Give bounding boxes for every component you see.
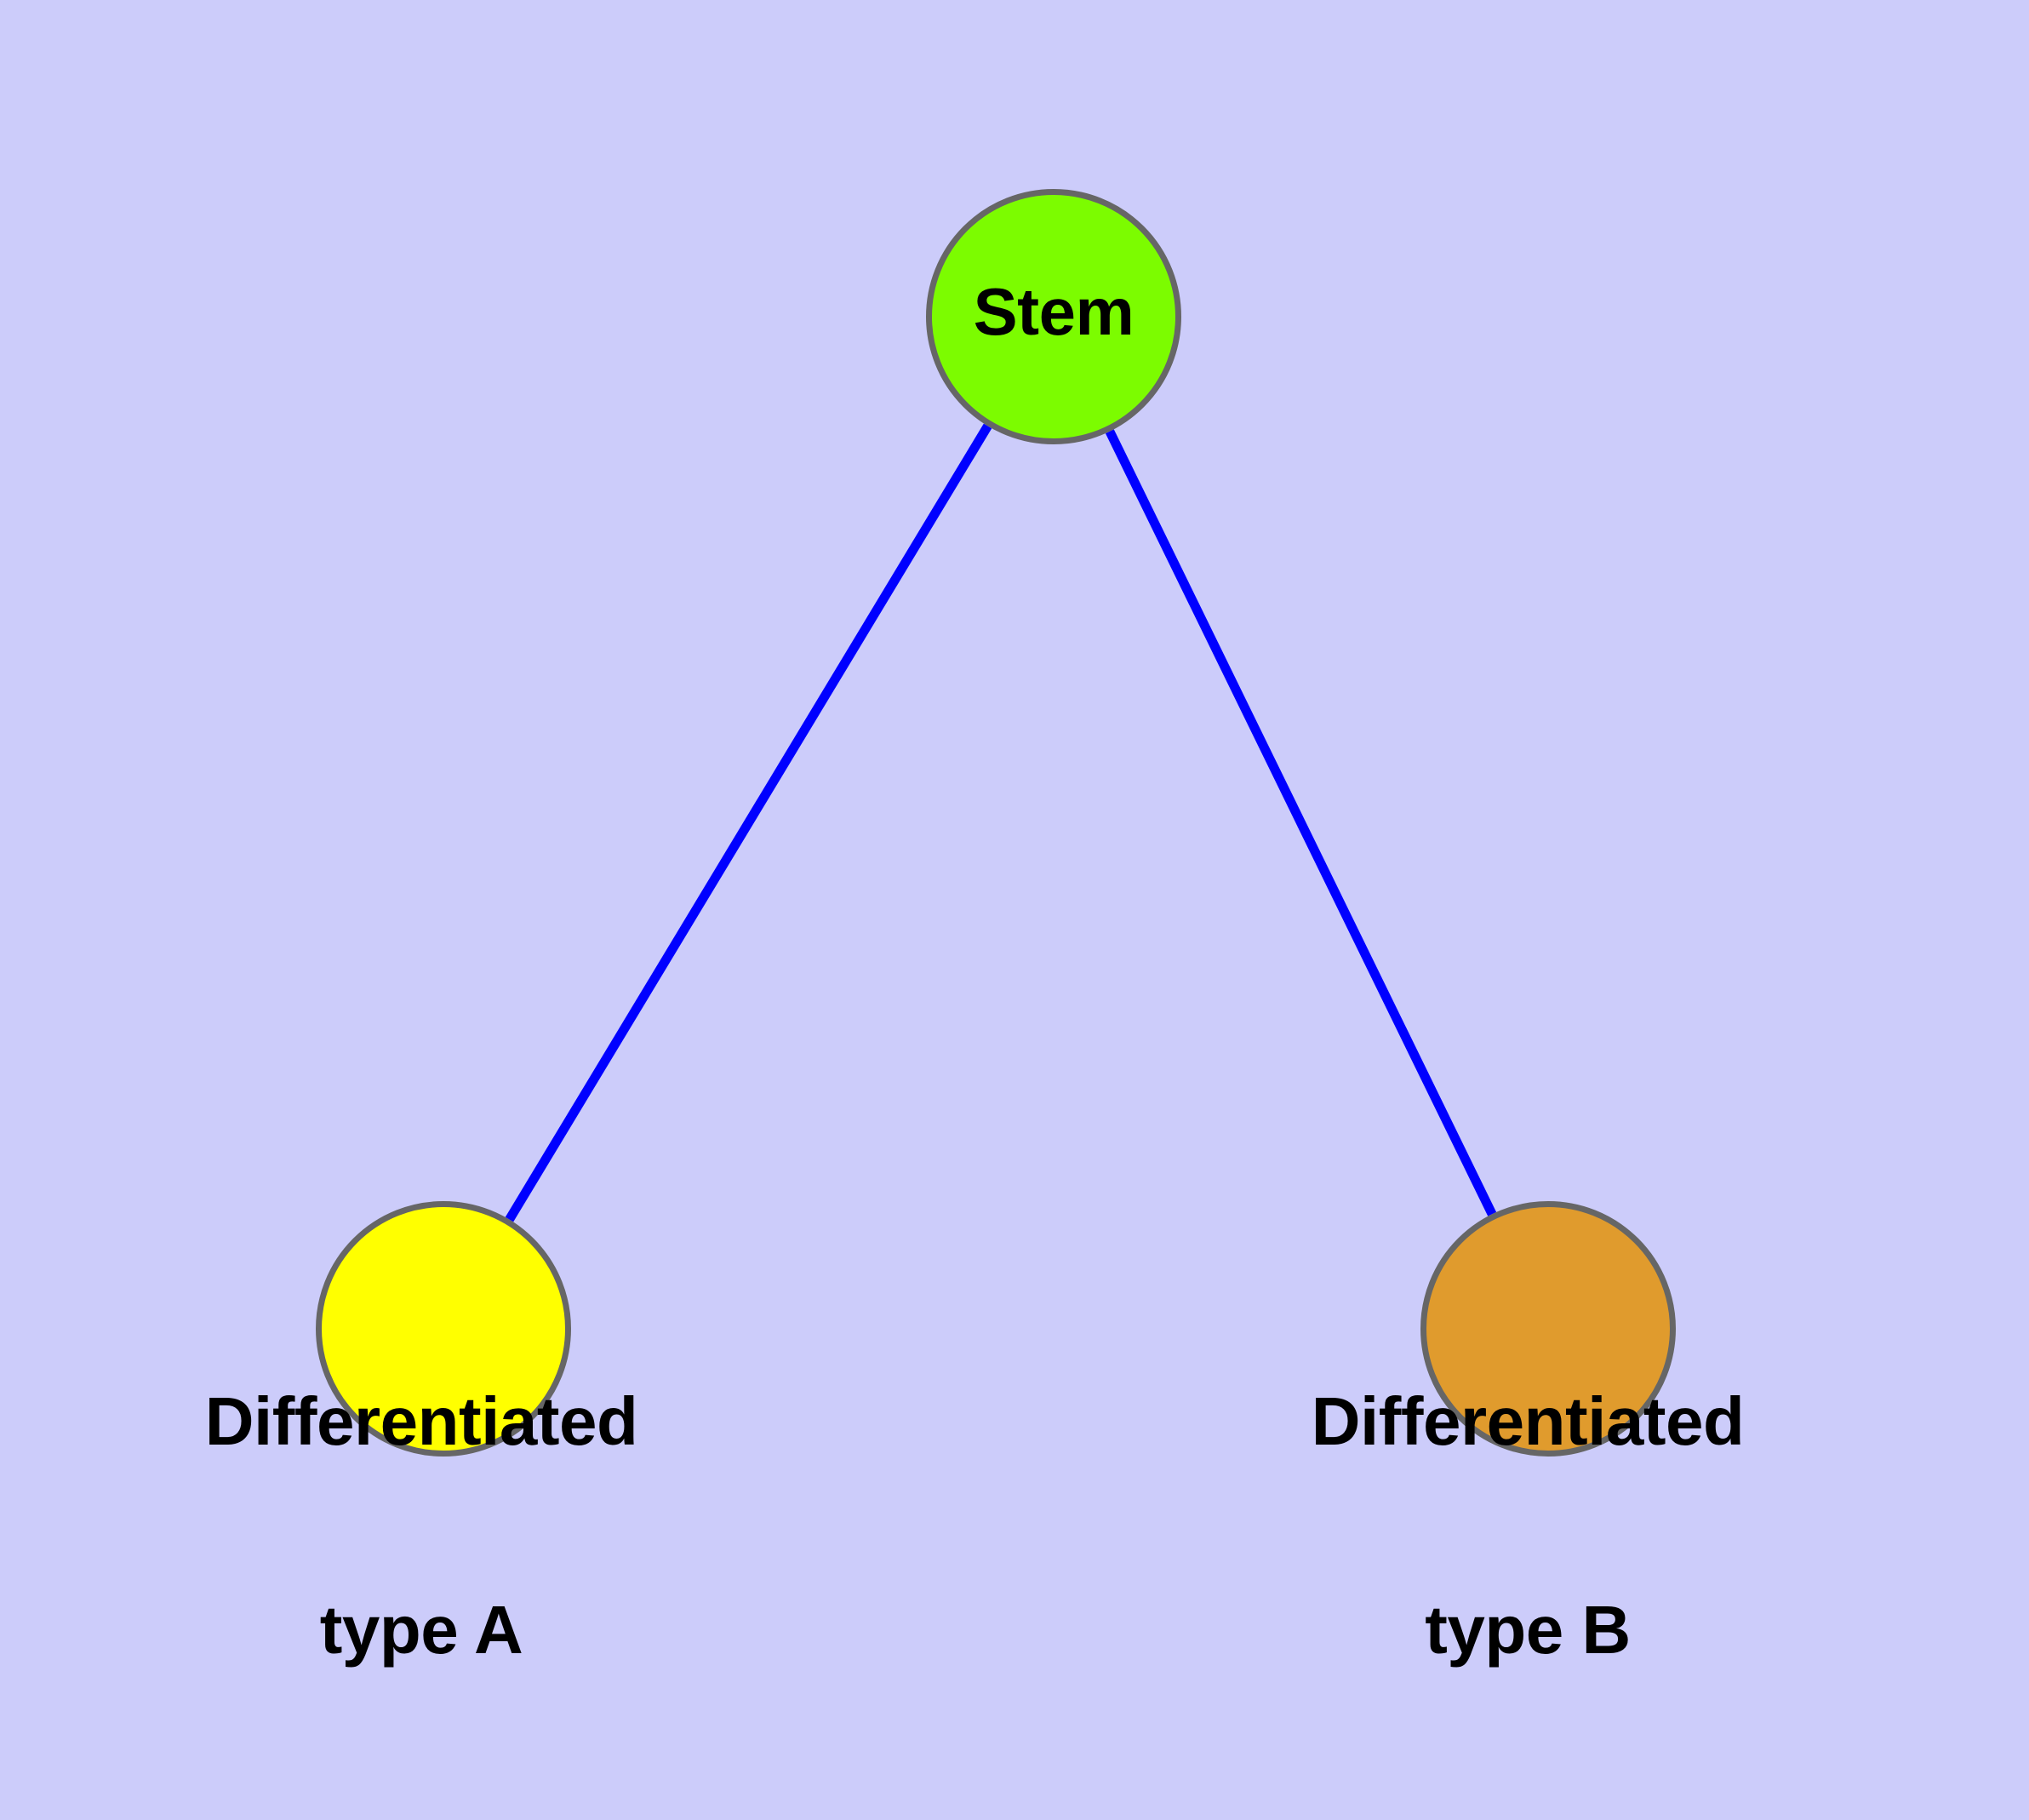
node-differentiated-type-a[interactable] [316, 1201, 571, 1457]
edge-stem-to-differentiated-type-a[interactable] [505, 423, 992, 1222]
node-layer [316, 189, 1676, 1457]
node-stem[interactable] [926, 189, 1181, 444]
node-differentiated-type-b[interactable] [1420, 1201, 1676, 1457]
edge-stem-to-differentiated-type-b[interactable] [1105, 429, 1497, 1216]
edge-layer [505, 423, 1497, 1222]
